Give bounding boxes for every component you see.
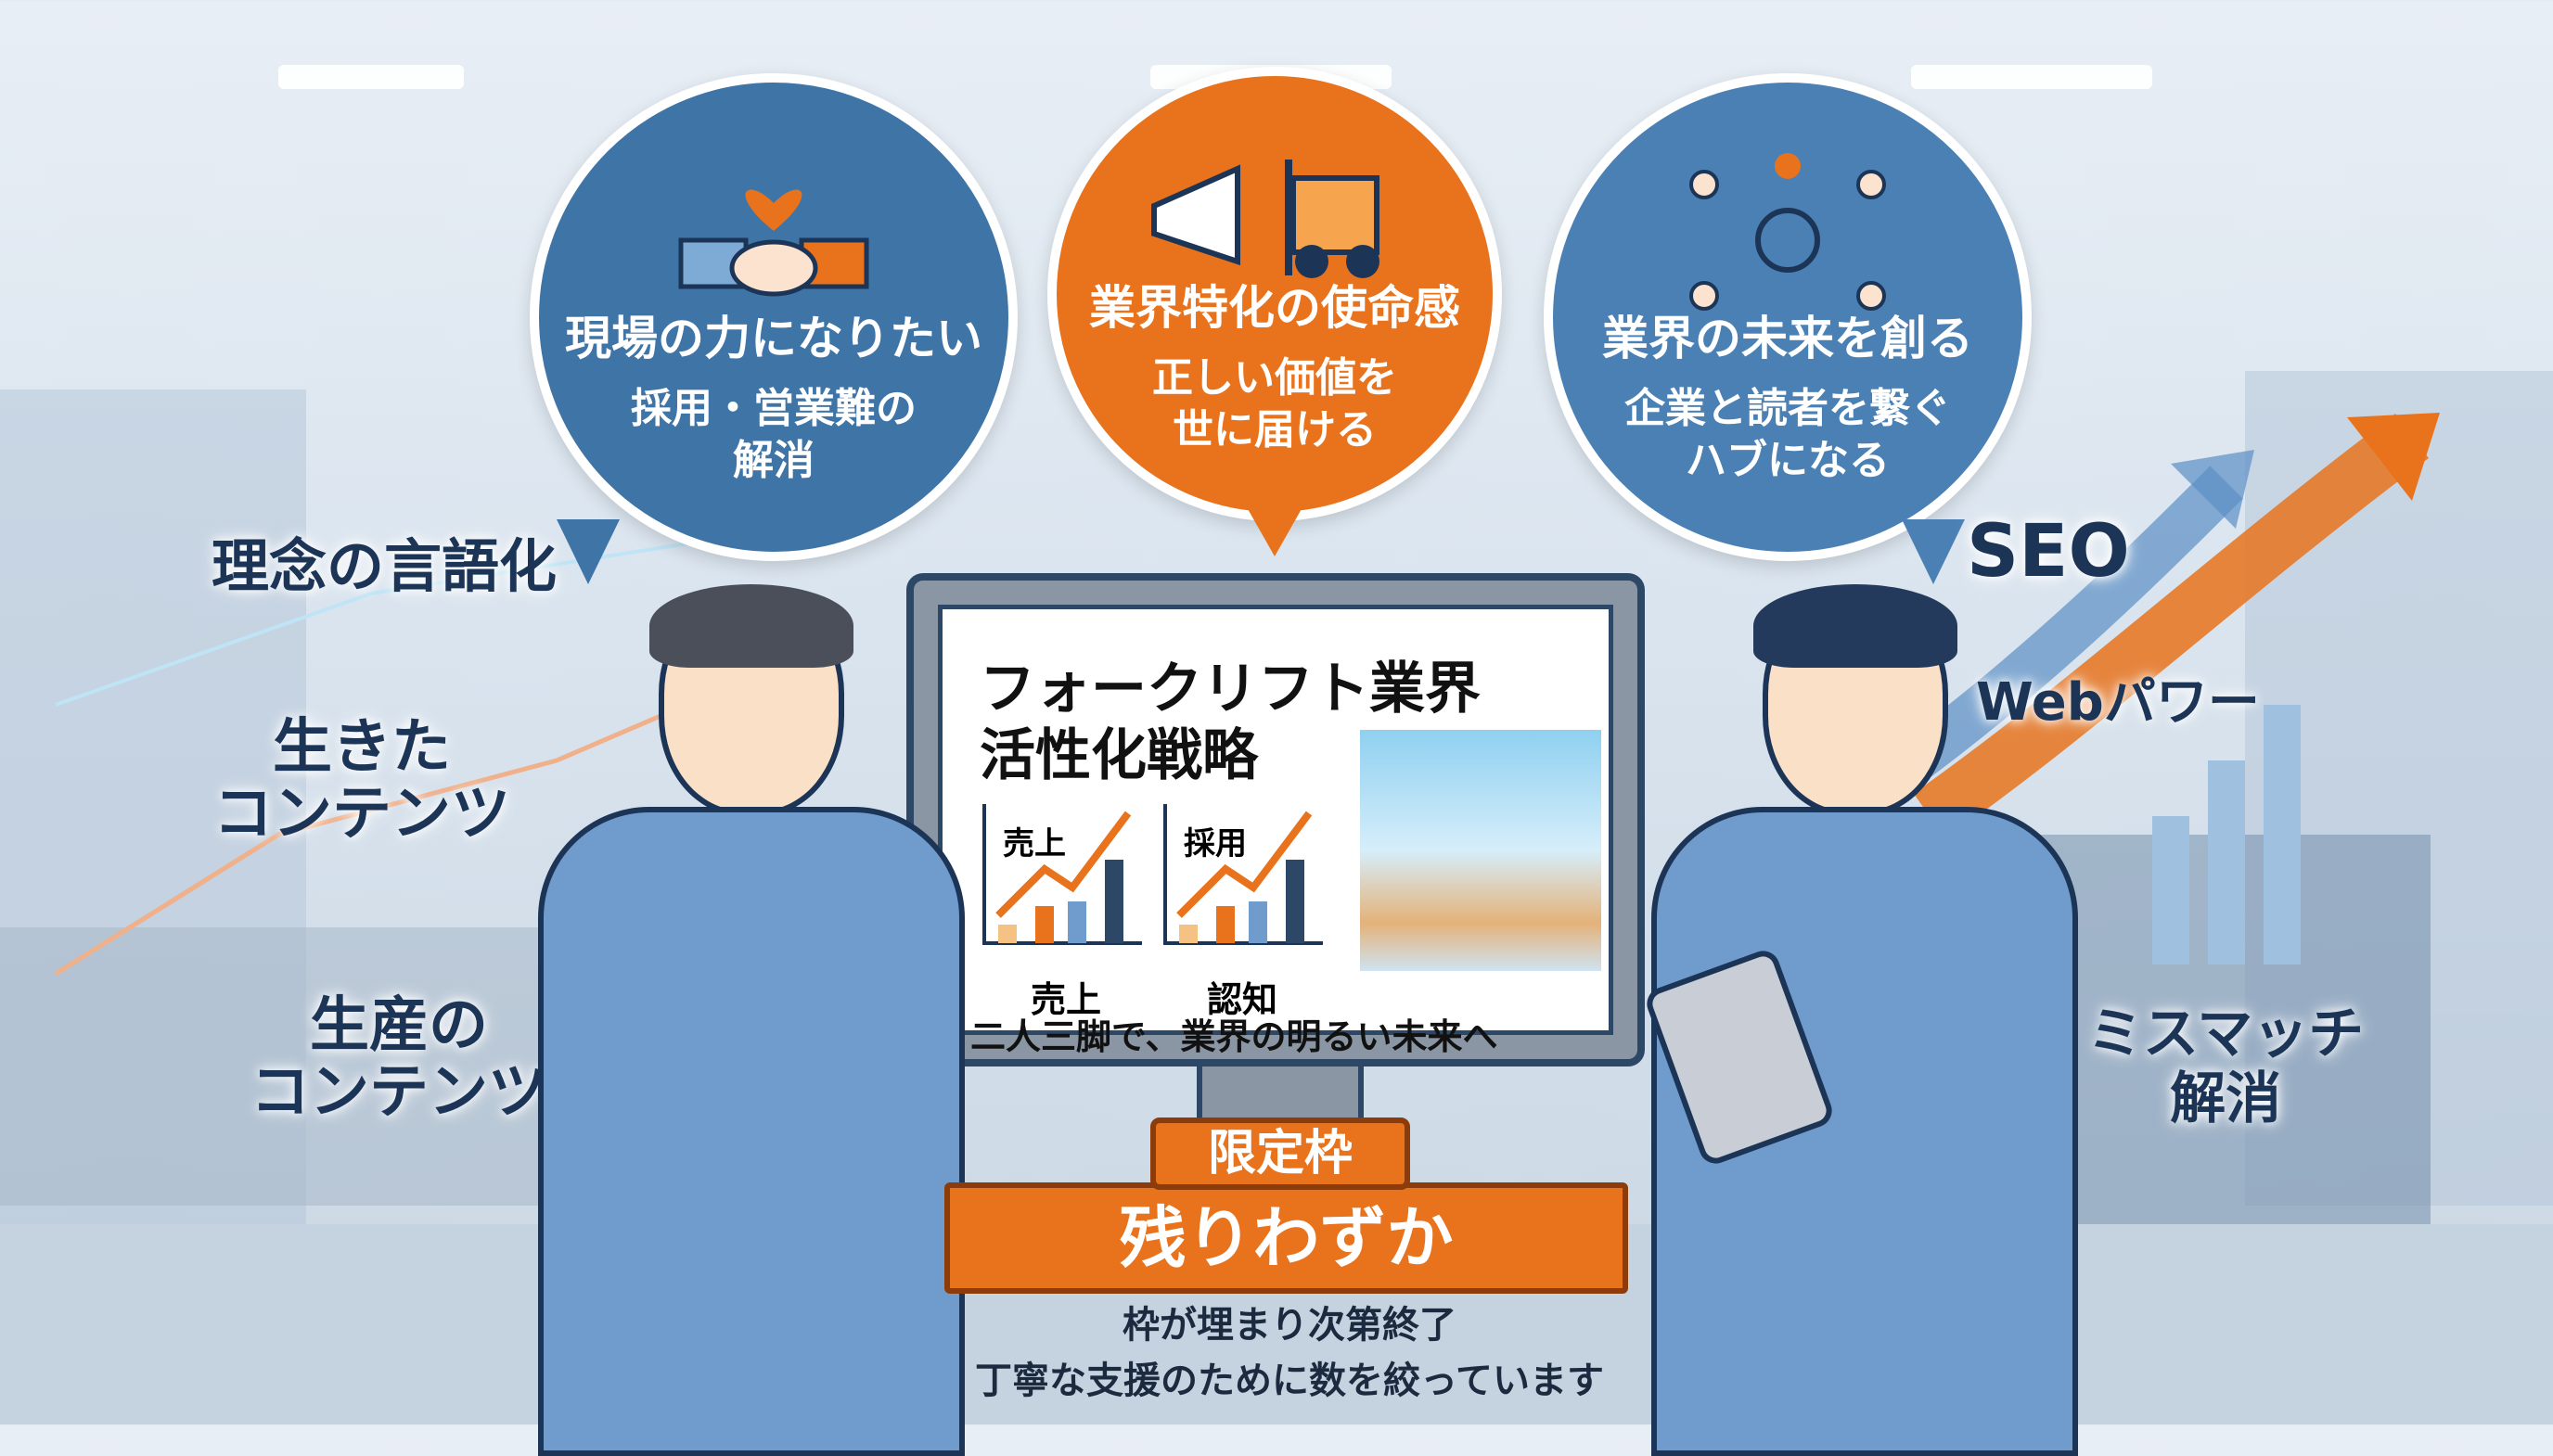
- bubble-body: 正しい価値を: [1152, 354, 1397, 402]
- mini-charts: [982, 804, 1323, 945]
- label-web-power: Webパワー: [1976, 672, 2260, 733]
- bubble-body: ハブになる: [1686, 437, 1890, 484]
- recruitment-chart: [1163, 804, 1323, 945]
- label-living-content: 生きたコンテンツ: [213, 714, 510, 848]
- consultant-figure: [1642, 584, 2097, 1456]
- bubble-industry-future: 業界の未来を創る 企業と読者を繋ぐ ハブになる: [1544, 73, 2032, 561]
- slide-tagline: 二人三脚で、業界の明るい未来へ: [970, 1016, 1498, 1057]
- growth-arrows: [54, 413, 2440, 977]
- label-mismatch: ミスマッチ解消: [2087, 1002, 2364, 1131]
- bubble-body: 企業と読者を繋ぐ: [1624, 385, 1951, 432]
- bubble-body: 解消: [733, 437, 815, 484]
- worried-client-figure: [520, 584, 983, 1456]
- bubble-tail: [1243, 501, 1306, 556]
- label-line: コンテンツ: [250, 1058, 547, 1127]
- sales-chart: [982, 804, 1142, 945]
- warehouse-image: [1360, 730, 1601, 971]
- label-line: 生産の: [310, 991, 488, 1060]
- bubble-body: 採用・営業難の: [631, 385, 917, 432]
- bubble-title: 業界の未来を創る: [1602, 312, 1973, 365]
- label-line: ミスマッチ: [2087, 1002, 2365, 1066]
- bubble-title: 業界特化の使命感: [1089, 281, 1460, 335]
- bubble-title: 現場の力になりたい: [565, 312, 982, 365]
- offer-note: 枠が埋まり次第終了: [1123, 1304, 1456, 1347]
- chart-caption: 認知: [1207, 979, 1278, 1020]
- chart-label: 採用: [1184, 825, 1247, 862]
- label-produced-content: 生産のコンテンツ: [250, 992, 547, 1126]
- label-line: コンテンツ: [213, 780, 510, 849]
- slide-title-line: フォークリフト業界: [980, 657, 1481, 722]
- bubble-frontline-support: 現場の力になりたい 採用・営業難の 解消: [530, 73, 1018, 561]
- slide-title-line: 活性化戦略: [980, 723, 1258, 788]
- bubble-tail: [1902, 519, 1965, 584]
- label-seo: SEO: [1967, 510, 2130, 594]
- slide-title: フォークリフト業界活性化戦略: [980, 656, 1481, 789]
- bubble-industry-mission: 業界特化の使命感 正しい価値を 世に届ける: [1047, 67, 1502, 521]
- chart-label: 売上: [1003, 825, 1066, 862]
- megaphone-forklift-icon: [1151, 160, 1379, 278]
- bubble-body: 世に届ける: [1173, 406, 1377, 453]
- offer-note: 丁寧な支援のために数を絞っています: [975, 1360, 1604, 1402]
- handshake-heart-icon: [678, 189, 869, 297]
- label-line: 解消: [2170, 1066, 2282, 1131]
- limited-slots-tag: 限定枠: [1150, 1118, 1410, 1190]
- network-people-globe-icon: [1689, 153, 1886, 311]
- presentation-slide: フォークリフト業界活性化戦略 売上 採用 売上 認知 二人三脚で、業界の明るい未…: [938, 605, 1613, 1057]
- remaining-slots-banner: 残りわずか: [944, 1182, 1628, 1294]
- bubble-tail: [557, 519, 620, 584]
- label-philosophy: 理念の言語化: [212, 532, 558, 600]
- chart-caption: 売上: [1031, 979, 1102, 1020]
- label-line: 生きた: [273, 713, 451, 782]
- monitor: フォークリフト業界活性化戦略 売上 採用 売上 認知 二人三脚で、業界の明るい未…: [906, 573, 1645, 1066]
